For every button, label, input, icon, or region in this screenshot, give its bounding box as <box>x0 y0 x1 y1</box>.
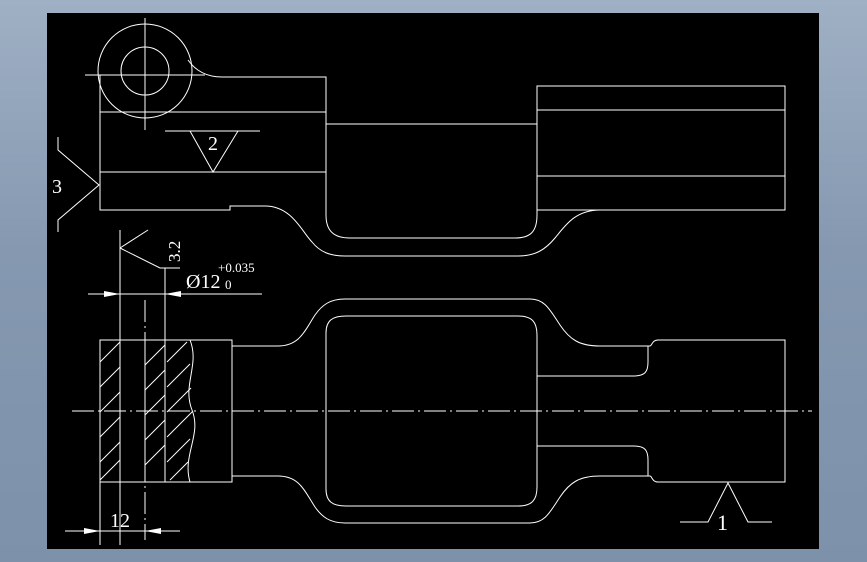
roughness-label-3-2: 3.2 <box>165 241 184 262</box>
top-view-web-outline <box>187 59 538 239</box>
width-arrow-left <box>84 528 100 534</box>
slot-upper <box>537 346 649 377</box>
roughness-symbol-1 <box>680 481 772 523</box>
bottom-view-pocket <box>325 315 538 507</box>
hole-tol-upper: +0.035 <box>218 260 255 275</box>
roughness-symbol-3 <box>57 137 100 232</box>
dia-arrow-left <box>104 291 120 297</box>
dia-arrow-right <box>165 291 181 297</box>
roughness-label-2: 2 <box>208 133 218 155</box>
roughness-label-3: 3 <box>52 176 62 198</box>
cad-viewport[interactable]: 2 3 <box>47 13 819 549</box>
top-view: 2 3 <box>52 18 786 257</box>
roughness-label-1: 1 <box>717 510 728 535</box>
drawing-canvas[interactable]: 2 3 <box>47 13 819 549</box>
bottom-view-outline <box>232 298 786 524</box>
hole-tol-lower: 0 <box>225 277 232 292</box>
slot-lower <box>537 445 649 476</box>
roughness-symbol-3-2 <box>119 229 180 269</box>
bottom-view: Ø12 +0.035 0 3.2 12 1 <box>65 229 812 545</box>
roughness-symbol-2 <box>165 130 260 173</box>
width-arrow-right <box>145 528 161 534</box>
top-view-bottom-edge <box>99 75 785 257</box>
hole-diameter-label: Ø12 <box>186 271 220 293</box>
top-view-right-block <box>536 85 786 211</box>
hatch-right-wavy <box>166 339 196 483</box>
width-dim-label: 12 <box>110 510 130 532</box>
